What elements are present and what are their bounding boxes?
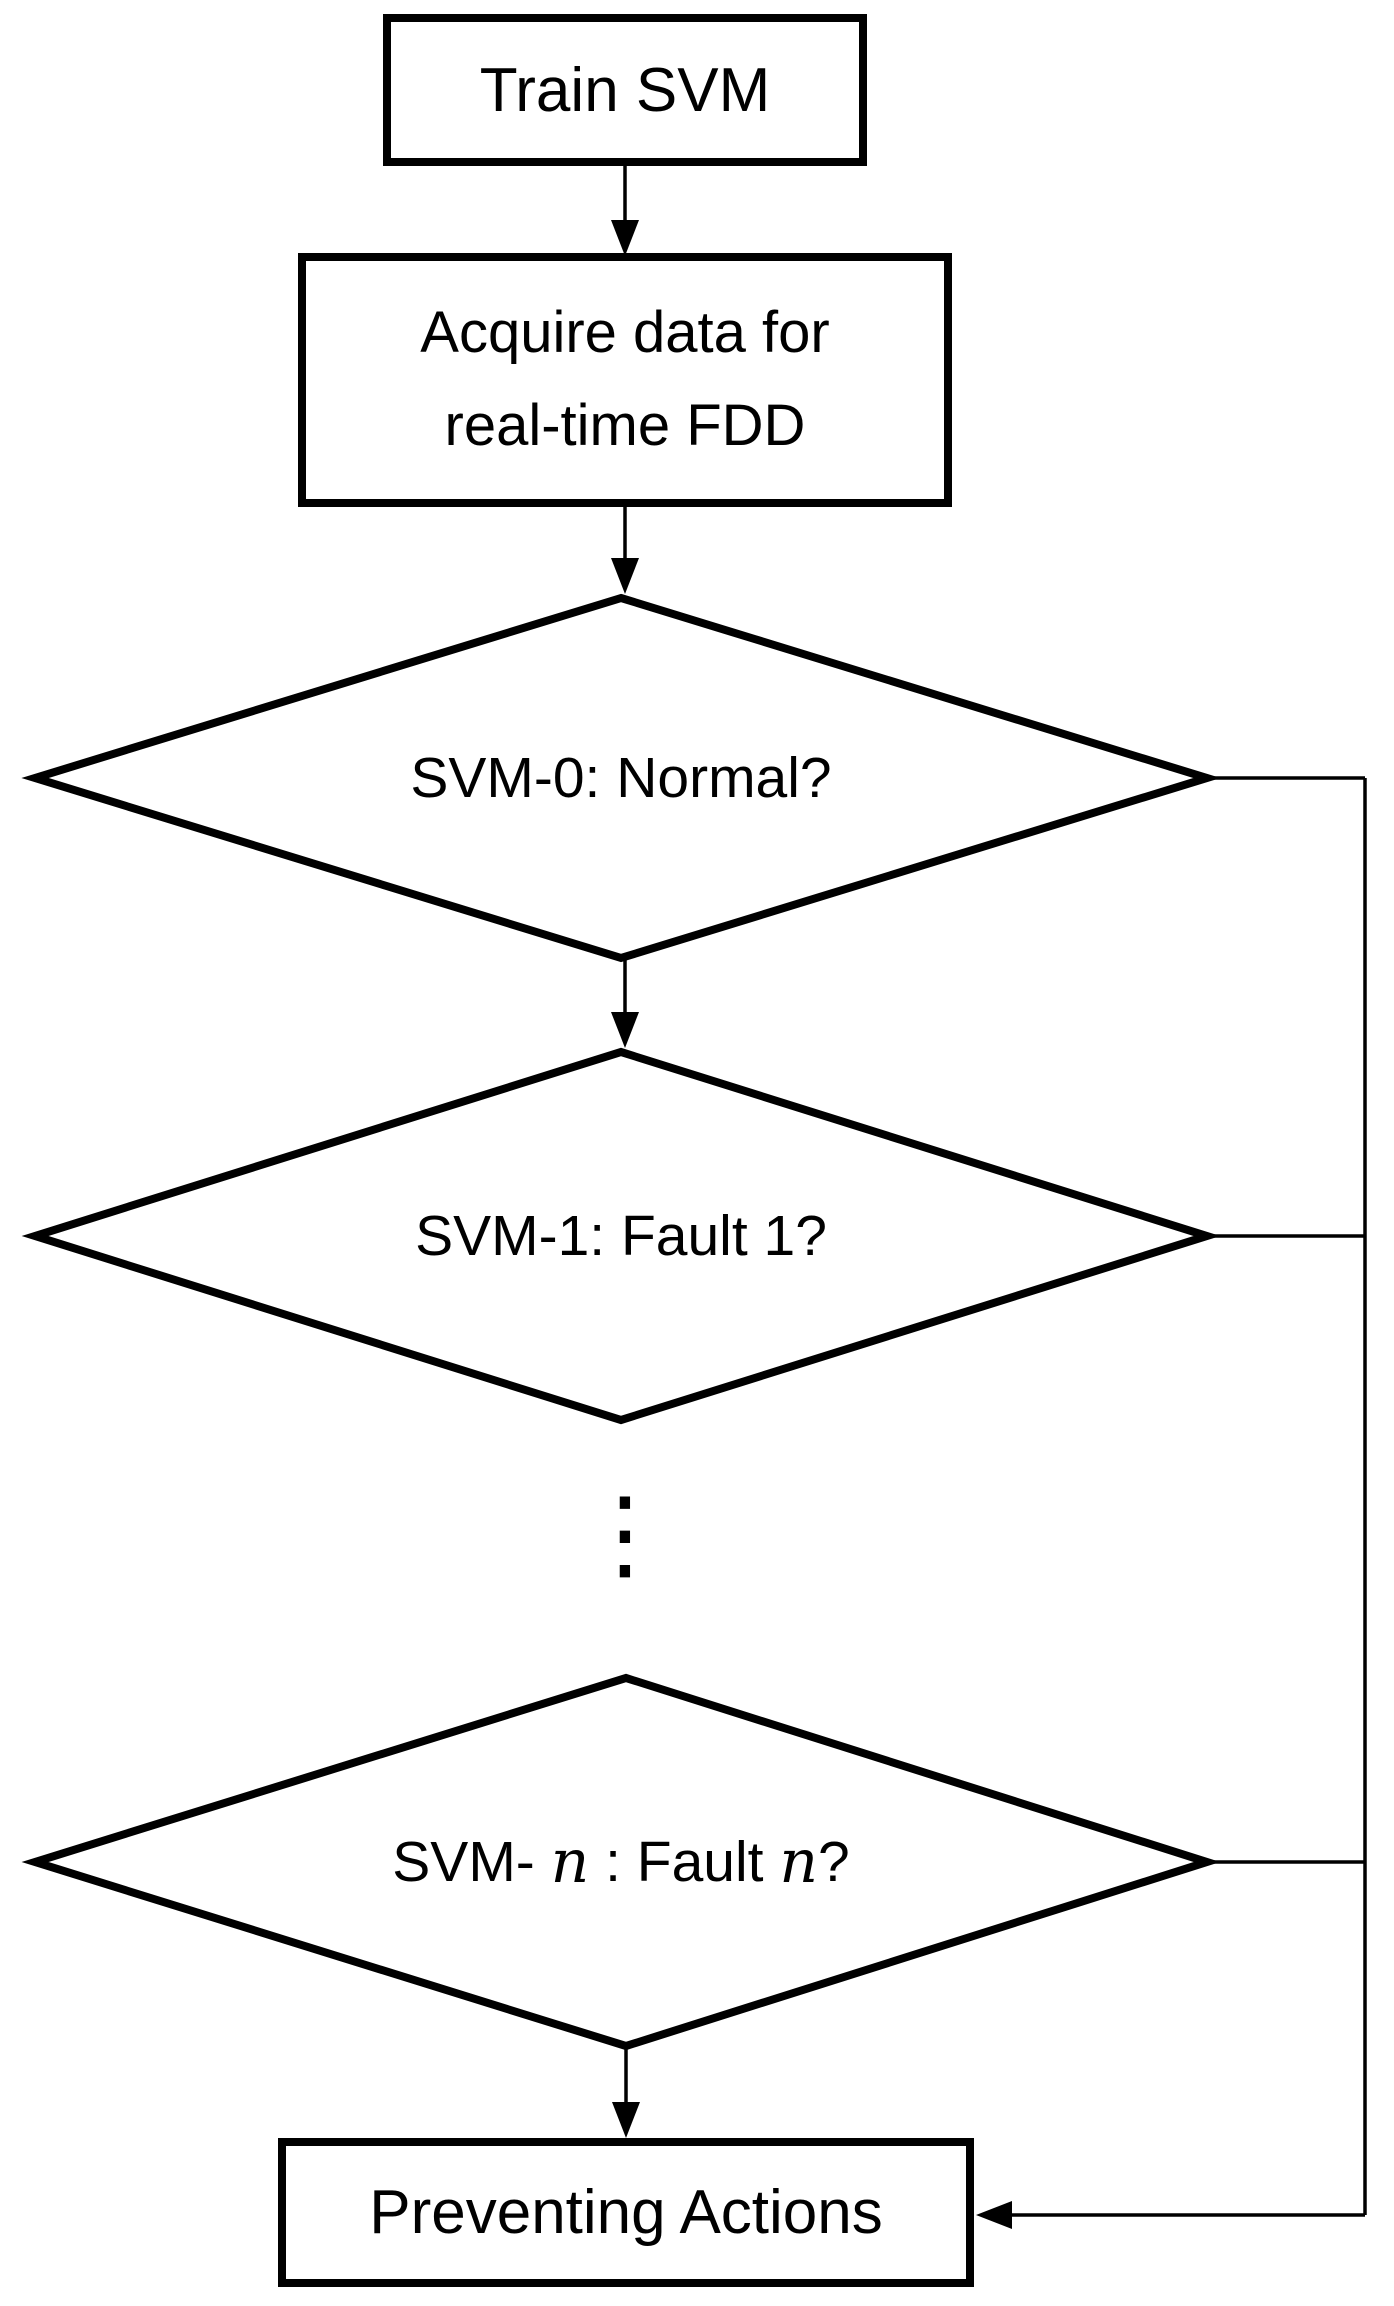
svm-1-label: SVM-1: Fault 1? xyxy=(415,1204,827,1268)
arrowhead-into-preventing-right xyxy=(976,2201,1012,2229)
svm-n-label: SVM- n : Fault n ? xyxy=(35,1678,1207,2046)
preventing-actions-box xyxy=(278,2138,974,2287)
arrowhead-into-svm1 xyxy=(611,1012,639,1048)
vertical-ellipsis-icon: ⋮ xyxy=(575,1475,675,1592)
arrowhead-into-acquire xyxy=(611,220,639,256)
acquire-data-label-line1: Acquire data for xyxy=(420,300,830,366)
svm-n-var-2: n xyxy=(779,1827,819,1897)
preventing-actions-label: Preventing Actions xyxy=(369,2178,883,2247)
acquire-data-label-line2: real-time FDD xyxy=(444,393,806,458)
svm-0-diamond xyxy=(21,593,1221,963)
svm-n-label-middle: : Fault xyxy=(589,1830,780,1894)
svm-n-label-suffix: ? xyxy=(818,1830,850,1894)
acquire-data-label: Acquire data for real-time FDD xyxy=(302,257,948,503)
arrowhead-into-svm0 xyxy=(611,558,639,594)
svm-n-diamond xyxy=(21,1673,1221,2051)
svm-1-diamond xyxy=(21,1047,1221,1425)
svm-n-var-1: n xyxy=(550,1827,590,1897)
svm-0-label: SVM-0: Normal? xyxy=(410,746,832,810)
svm-n-label-prefix: SVM- xyxy=(392,1830,551,1894)
train-svm-label: Train SVM xyxy=(479,55,771,125)
train-svm-box xyxy=(383,14,867,166)
arrowhead-into-preventing-top xyxy=(612,2102,640,2138)
acquire-data-box xyxy=(298,253,952,507)
